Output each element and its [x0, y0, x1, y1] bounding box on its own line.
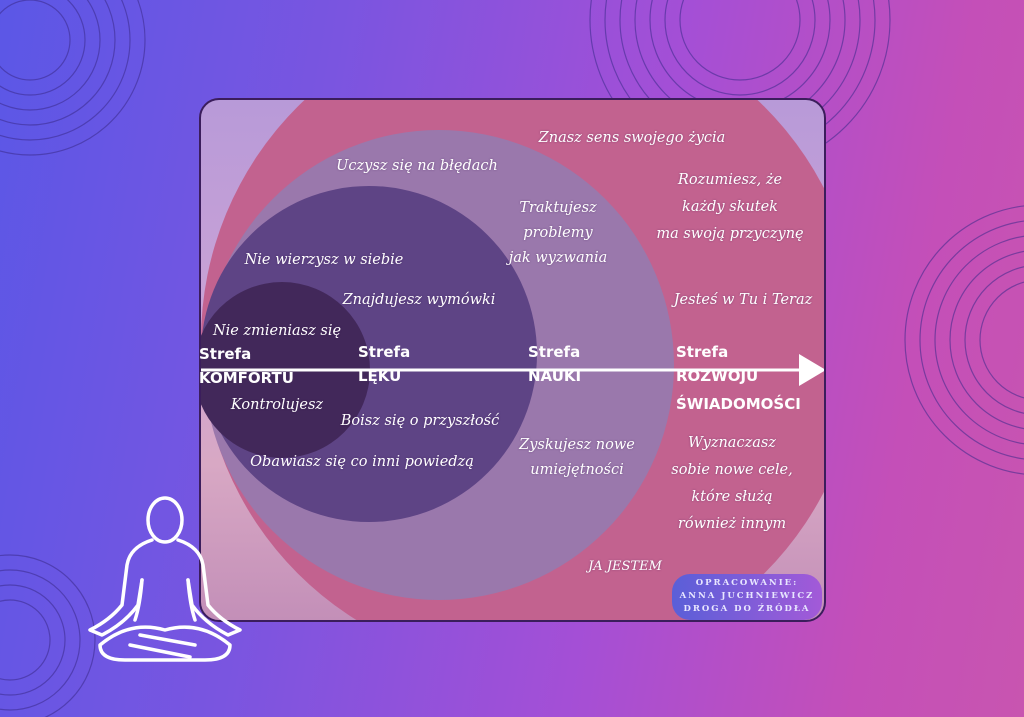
- zones-diagram-card: [199, 98, 826, 622]
- meditation-figure-icon: [88, 496, 242, 662]
- komfort-text: Kontrolujesz: [230, 397, 324, 413]
- komfort-text: Nie zmieniasz się: [212, 323, 342, 339]
- rozwoj-text: Znasz sens swojego życia: [538, 130, 726, 146]
- rozwoj-text: Jesteś w Tu i Teraz: [673, 292, 813, 308]
- lek-text: Obawiasz się co inni powiedzą: [250, 454, 474, 470]
- lek-text: Nie wierzysz w siebie: [244, 252, 404, 268]
- lek-text: Boisz się o przyszłość: [340, 413, 500, 429]
- zone-circles: [201, 100, 824, 620]
- nauka-text: Uczysz się na błędach: [336, 158, 498, 174]
- ja-jestem-text: JA JESTEM: [588, 559, 662, 574]
- arrow-head-icon: [799, 354, 824, 386]
- lek-text: Znajdujesz wymówki: [342, 292, 496, 308]
